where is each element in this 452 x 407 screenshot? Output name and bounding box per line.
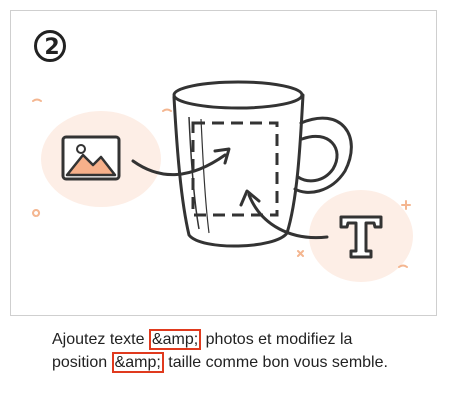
caption-part-2: photos et modifiez la position xyxy=(52,331,353,371)
step-badge-ring xyxy=(34,30,66,62)
mug-illustration xyxy=(32,80,413,282)
image-icon xyxy=(61,135,121,181)
caption-part-1: Ajoutez texte xyxy=(52,331,149,348)
caption-highlight-amp-2: &amp; xyxy=(111,352,164,373)
step-number: 2 xyxy=(44,35,60,60)
text-t-icon xyxy=(339,215,383,259)
caption-part-3: taille comme bon vous semble. xyxy=(163,354,388,371)
illustration-panel: 2 xyxy=(10,10,437,316)
caption-highlight-amp-1: &amp; xyxy=(148,329,202,350)
caption-text: Ajoutez texte &amp; photos et modifiez l… xyxy=(52,328,392,374)
print-area xyxy=(191,121,279,217)
